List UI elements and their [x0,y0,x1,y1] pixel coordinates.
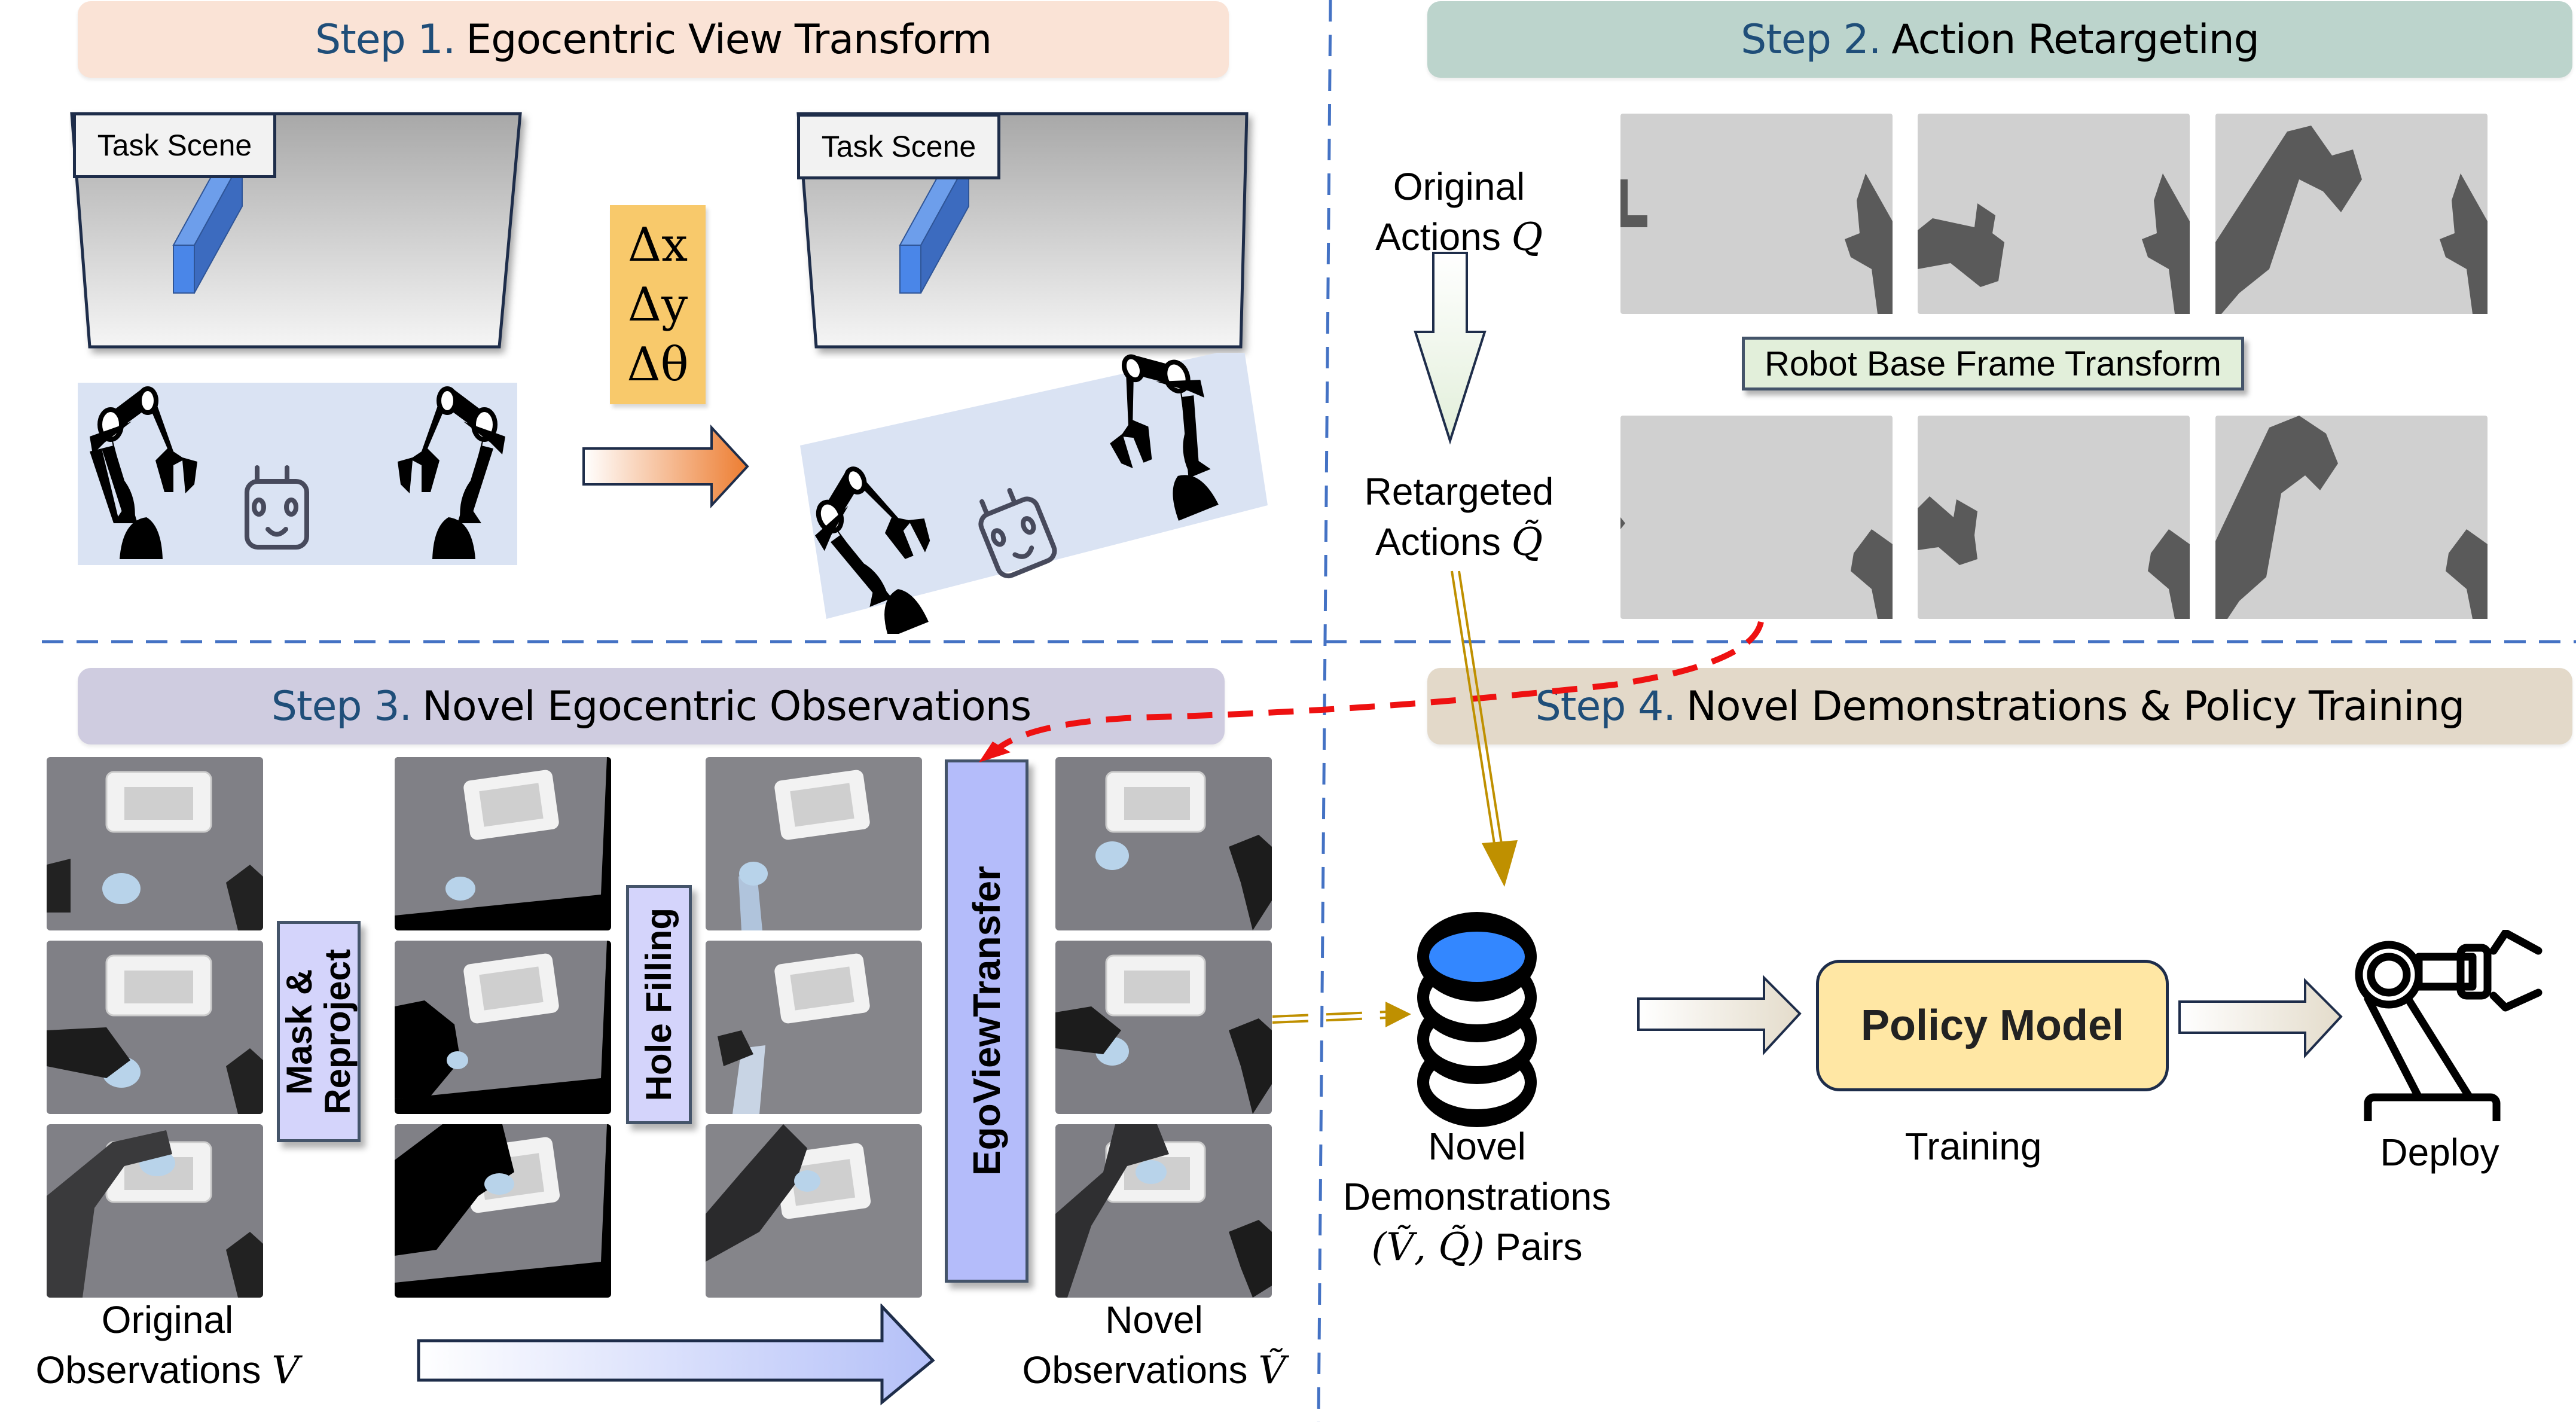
retargeted-actions-label: Retargeted Actions Q̃ [1364,470,1554,564]
sim-frame-retargeted-3 [2215,416,2488,619]
database-icon [1417,912,1537,1127]
egoviewtransfer-box: EgoViewTransfer [945,759,1028,1283]
sim-frame-retargeted-2 [1918,416,2190,619]
original-observation-1 [47,757,263,930]
symbol-q: Q [1511,215,1543,260]
deploy-robot-arm-icon [2355,930,2543,1121]
original-observation-2 [47,941,263,1114]
task-scene-label-right: Task Scene [797,114,1000,179]
novel-observation-1 [1055,757,1272,930]
to-policy-arrow [1637,975,1802,1056]
robot-arm-left-icon [90,386,197,559]
masked-observation-3 [395,1124,611,1298]
sim-frame-original-1 [1620,114,1893,314]
training-label: Training [1904,1125,2042,1168]
hole-filling-box: Hole Filling [626,885,692,1124]
original-actions-label: Original Actions Q [1375,165,1543,260]
original-observation-3 [47,1124,263,1298]
delta-transform-box: Δx Δy Δθ [610,205,706,404]
red-arrowhead [979,741,1011,762]
robot-arm-right-icon [398,386,505,559]
retarget-down-arrow [1414,252,1487,445]
symbol-v: V [271,1348,300,1393]
gold-arrowhead-right [1385,1002,1411,1027]
novel-observations-label: Novel Observations Ṽ [1022,1298,1286,1393]
robot-panel-left [78,383,517,565]
robot-arm-left-icon [815,466,930,634]
step3-title: Novel Egocentric Observations [422,682,1031,730]
robot-face-icon [978,488,1057,579]
sim-frame-original-2 [1918,114,2190,314]
observation-flow-arrow [417,1304,935,1406]
step1-banner: Step 1. Egocentric View Transform [78,1,1229,78]
gold-double-arrow-right [1272,1011,1388,1024]
masked-observation-1 [395,757,611,930]
delta-x: Δx [627,218,688,272]
blue-block-icon [899,158,970,294]
step2-title: Action Retargeting [1891,16,2260,63]
robot-panel-right [800,353,1268,634]
step2-banner: Step 2. Action Retargeting [1427,1,2572,78]
blue-block-icon [172,158,243,294]
novel-observation-2 [1055,941,1272,1114]
deploy-label: Deploy [2380,1131,2499,1174]
step2-number: Step 2. [1741,16,1881,63]
symbol-q-tilde: Q̃ [1511,520,1543,564]
mask-reproject-box: Mask &Reproject [277,921,361,1142]
step1-title: Egocentric View Transform [466,16,992,63]
delta-theta: Δθ [627,337,689,392]
filled-observation-3 [706,1124,922,1298]
robot-base-frame-transform-box: Robot Base Frame Transform [1742,337,2244,390]
filled-observation-2 [706,941,922,1114]
transform-arrow [582,424,749,509]
robot-face-icon [245,465,309,550]
filled-observation-1 [706,757,922,930]
novel-demonstrations-label: Novel Demonstrations (Ṽ, Q̃) Pairs [1342,1125,1611,1270]
gold-arrowhead-down [1482,840,1518,887]
masked-observation-2 [395,941,611,1114]
red-dashed-arrow [987,621,1764,759]
delta-y: Δy [627,277,688,332]
symbol-v-tilde: Ṽ [1258,1348,1286,1393]
policy-model-box: Policy Model [1816,960,2169,1091]
pairs-math: (Ṽ, Q̃) [1371,1225,1485,1270]
sim-frame-retargeted-1 [1620,416,1893,619]
task-scene-label-left: Task Scene [73,112,276,178]
original-observations-label: Original Observations V [35,1298,300,1393]
novel-observation-3 [1055,1124,1272,1298]
sim-frame-original-3 [2215,114,2488,314]
step3-number: Step 3. [271,682,412,730]
step1-number: Step 1. [315,16,456,63]
robot-arm-right-icon [1110,354,1219,521]
step4-title: Novel Demonstrations & Policy Training [1686,682,2465,730]
to-deploy-arrow [2178,978,2343,1059]
gold-double-arrow-down [1451,570,1504,856]
step4-banner: Step 4. Novel Demonstrations & Policy Tr… [1427,668,2572,744]
